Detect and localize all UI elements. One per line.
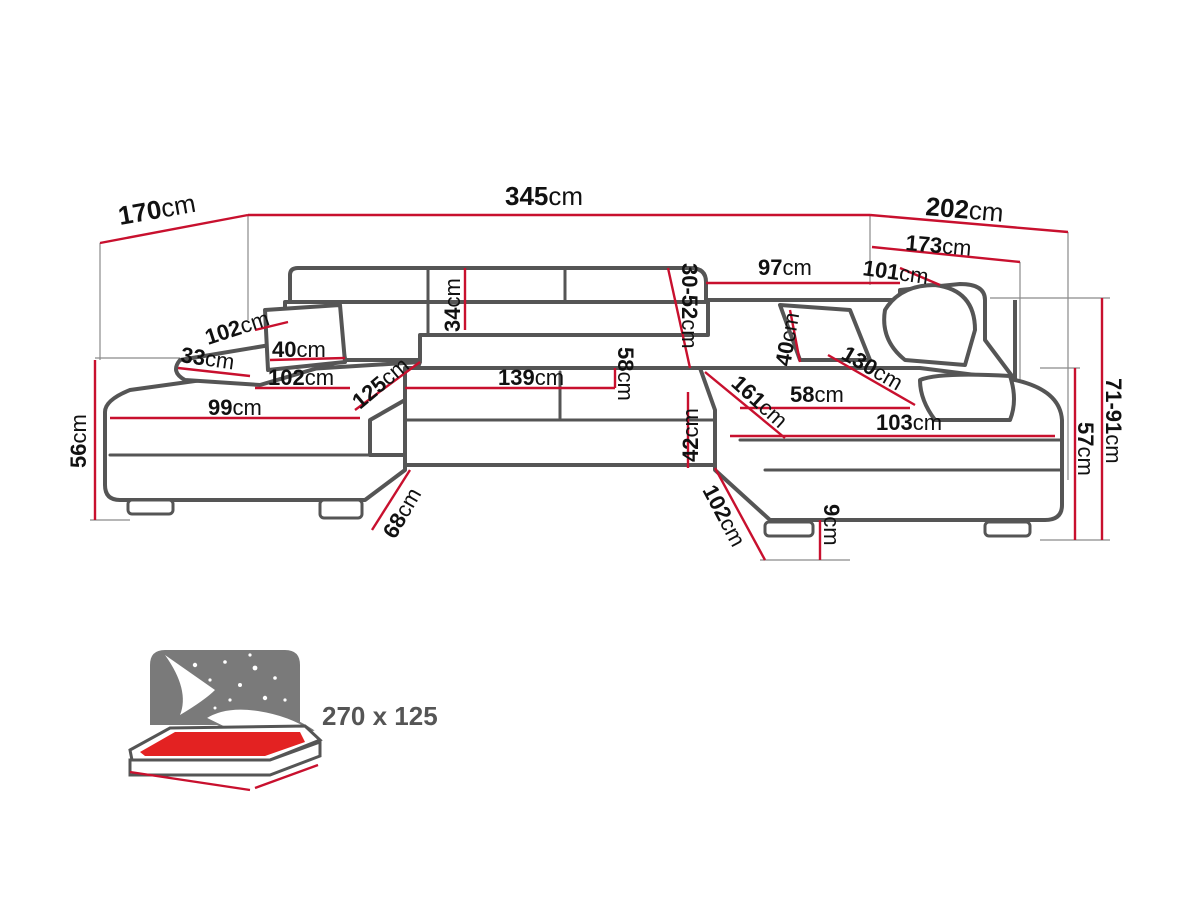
- leg: [983, 520, 1032, 538]
- dim-total-width: 345cm: [505, 181, 583, 211]
- right-headrest: [882, 283, 977, 367]
- leg: [763, 520, 815, 538]
- left-pillow: [263, 303, 347, 372]
- dim-pillow-width: 40cm: [272, 337, 326, 362]
- dim-backrest-height: 34cm: [440, 278, 465, 332]
- dim-left-depth: 170cm: [116, 188, 198, 231]
- dim-right-depth: 202cm: [924, 191, 1004, 228]
- dim-right-pillow: 40cm: [770, 311, 804, 368]
- dim-right-chaise-front: 103cm: [876, 410, 942, 435]
- bed-size-label: 270 x 125: [322, 701, 438, 731]
- dim-left-back-length: 102cm: [202, 306, 273, 350]
- backrest: [288, 266, 1017, 382]
- dim-right-height: 57cm: [1073, 422, 1098, 476]
- dim-middle-depth: 68cm: [378, 483, 427, 542]
- dim-back-seat-top: 97cm: [758, 255, 812, 280]
- dim-left-seat-width: 102cm: [268, 365, 334, 390]
- dim-headrest-height: 71-91cm: [1101, 378, 1126, 464]
- dim-middle-seat: 139cm: [498, 365, 564, 390]
- dim-armrest-small: 33cm: [179, 342, 236, 374]
- dim-left-chaise-front: 99cm: [208, 395, 262, 420]
- dim-headrest-range: 30-52cm: [677, 263, 702, 349]
- dimension-lines: [93, 213, 1104, 561]
- leg: [318, 498, 364, 520]
- sofa-outline: [103, 266, 1064, 538]
- dim-seat-depth: 58cm: [613, 347, 638, 401]
- dim-right-seat-depth: 58cm: [790, 382, 844, 407]
- dim-right-inner: 173cm: [905, 230, 973, 261]
- dim-left-height: 56cm: [66, 414, 91, 468]
- dim-leg-height: 9cm: [819, 504, 844, 546]
- leg: [126, 498, 175, 516]
- right-pillow: [778, 303, 872, 362]
- dim-seat-height: 42cm: [678, 408, 703, 462]
- sofa-bed-night-icon: [128, 650, 323, 792]
- dim-right-chaise-top: 101cm: [861, 255, 930, 289]
